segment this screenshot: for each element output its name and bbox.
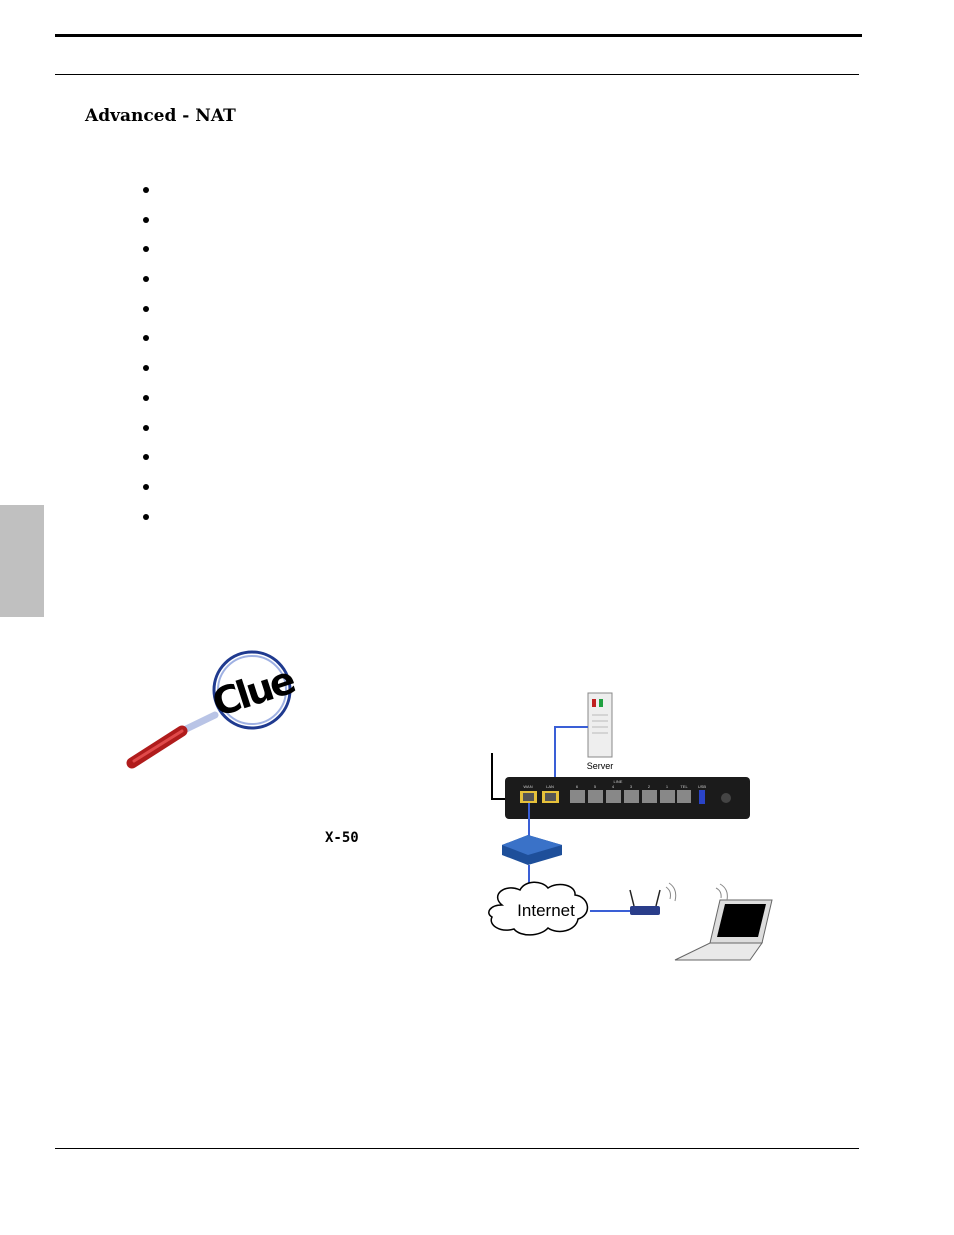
bullet-icon xyxy=(143,335,149,341)
bullet-icon xyxy=(143,365,149,371)
internet-label: Internet xyxy=(517,901,575,920)
bullet-icon xyxy=(143,454,149,460)
bullet-icon xyxy=(143,395,149,401)
clue-magnifier-icon: Clue xyxy=(120,645,300,775)
bracket-line xyxy=(492,753,505,799)
server-label: Server xyxy=(587,761,614,771)
bullet-icon xyxy=(143,425,149,431)
bullet-icon xyxy=(143,217,149,223)
section-title: Advanced - NAT xyxy=(85,106,236,126)
modem-icon xyxy=(502,835,562,865)
server-icon xyxy=(588,693,612,757)
bullet-icon xyxy=(143,484,149,490)
chapter-tab xyxy=(0,505,44,617)
port-label-lan: LAN xyxy=(546,784,554,789)
wireless-router-icon xyxy=(630,883,676,915)
laptop-icon xyxy=(675,884,772,960)
port-label-tel: TEL xyxy=(680,784,688,789)
header-subrule xyxy=(55,74,859,75)
model-label: X-50 xyxy=(325,830,359,846)
port-label-wan: WAN xyxy=(523,784,532,789)
bullet-icon xyxy=(143,246,149,252)
bullet-icon xyxy=(143,276,149,282)
gateway-device-icon: WAN LAN 6 5 4 3 2 1 LINE TEL USB xyxy=(505,777,750,819)
port-label-usb: USB xyxy=(698,784,707,789)
network-diagram: Server WAN LAN 6 5 4 3 2 1 LINE TEL USB xyxy=(480,685,780,965)
header-rule xyxy=(55,34,862,37)
bullet-icon xyxy=(143,514,149,520)
port-label-line: LINE xyxy=(614,779,623,784)
bullet-icon xyxy=(143,306,149,312)
footer-rule xyxy=(55,1148,859,1149)
bullet-icon xyxy=(143,187,149,193)
